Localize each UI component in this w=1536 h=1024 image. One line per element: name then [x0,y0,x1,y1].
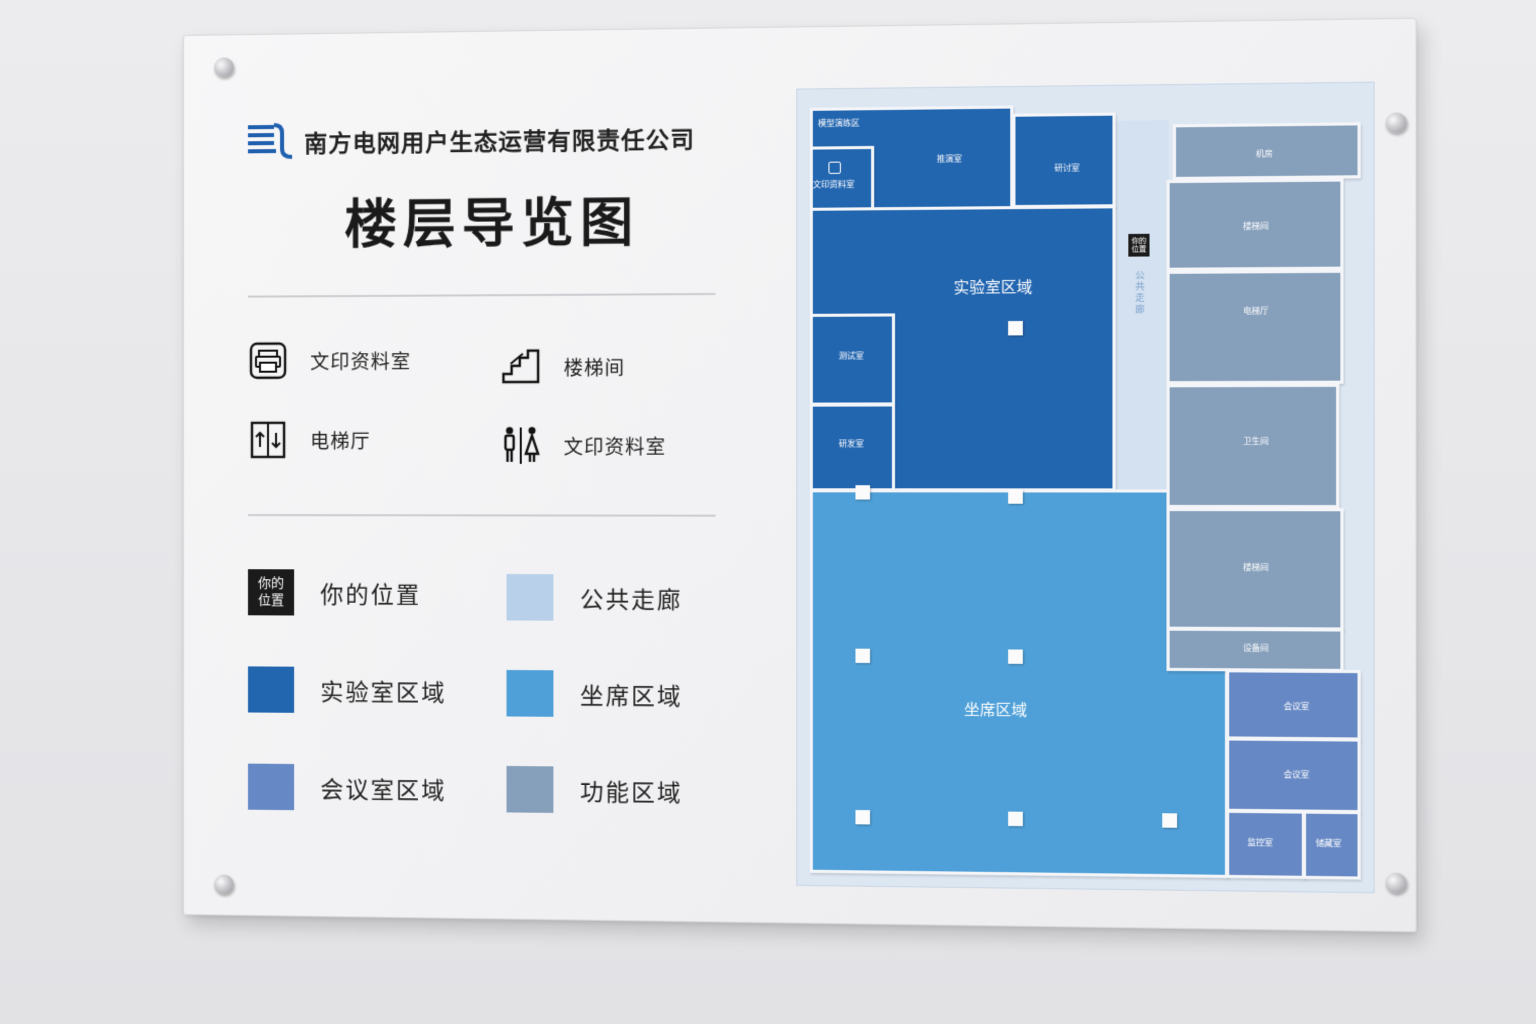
legend-print-room: 文印资料室 [248,340,411,381]
legend-meeting-area: 会议室区域 [247,763,447,812]
room-label: 监控室 [1247,837,1273,848]
discussion-room-top [1012,112,1116,209]
legend-label: 文印资料室 [563,435,667,459]
legend-corridor: 公共走廊 [506,574,683,621]
room-label: 储藏室 [1315,838,1342,849]
legend-elevator: 电梯厅 [248,420,371,460]
legend-function-area: 功能区域 [506,765,683,814]
floor-guide-sign: 南方电网用户生态运营有限责任公司 楼层导览图 文印资料室 楼梯间 [183,17,1417,933]
pillar [1008,649,1023,664]
room-label: 测试室 [838,351,864,361]
room-label: 设备间 [1243,643,1269,653]
pillar [855,810,871,825]
legend-seating-area: 坐席区域 [506,669,683,718]
legend-label: 你的位置 [320,582,422,610]
printer-icon [828,161,841,174]
corridor-label: 公共走廊 [1135,270,1145,316]
room-label: 会议室 [1283,701,1310,712]
pillar [855,485,871,500]
legend-you-are-here: 你的位置 你的位置 [247,569,422,616]
room-label: 楼梯间 [1243,562,1269,573]
room-label: 会议室 [1283,769,1310,780]
room-label: 坐席区域 [964,700,1028,720]
legend-label: 文印资料室 [310,350,412,374]
room-label: 电梯厅 [1243,306,1269,316]
company-logo-icon [247,123,294,160]
color-swatch [506,669,554,717]
printer-icon [248,341,288,381]
pillar [1008,489,1023,504]
legend-label: 功能区域 [579,779,683,808]
room-label: 卫生间 [1243,436,1269,447]
divider [247,514,716,517]
company-name: 南方电网用户生态运营有限责任公司 [304,127,695,158]
pillar [1008,320,1023,336]
you-are-here-marker: 你的位置 [1128,233,1150,257]
mounting-screw [1385,872,1407,894]
mounting-screw [213,874,234,895]
color-swatch [247,763,295,811]
room-label: 实验室区域 [953,277,1033,297]
legend-label: 实验室区域 [320,679,447,707]
legend-label: 公共走廊 [579,587,683,615]
legend-label: 会议室区域 [320,777,447,805]
pillar [1162,813,1178,828]
room-label: 楼梯间 [1243,221,1269,232]
legend-restroom: 文印资料室 [500,425,666,466]
legend-label: 楼梯间 [563,356,626,380]
room-label: 模型演练区 [818,118,860,129]
legend-lab-area: 实验室区域 [247,666,447,714]
page-title: 楼层导览图 [344,192,640,256]
legend-label: 电梯厅 [310,430,371,453]
mounting-screw [1385,112,1407,134]
color-swatch [506,574,554,621]
room-label: 研发室 [838,439,864,449]
room-label: 推演室 [936,154,962,164]
elevator-icon [248,420,288,460]
pillar [1008,811,1023,827]
restroom-icon [500,425,541,465]
legend-stairs: 楼梯间 [500,346,625,387]
you-are-here-badge: 你的位置 [247,569,295,616]
room-label: 研讨室 [1054,163,1080,173]
color-swatch [506,765,554,813]
elevator-hall [1166,269,1344,385]
room-label: 文印资料室 [812,179,855,190]
room-label: 机房 [1255,149,1273,159]
floor-map: 公共走廊 你的位置 模型演练区 推演室 文印资料室 研讨室 实验室区域 测试室 … [796,81,1375,894]
mounting-screw [213,57,234,78]
legend-label: 坐席区域 [579,683,683,711]
pillar [855,648,871,664]
stairs-icon [500,347,541,388]
color-swatch [247,666,295,713]
divider [247,292,716,298]
